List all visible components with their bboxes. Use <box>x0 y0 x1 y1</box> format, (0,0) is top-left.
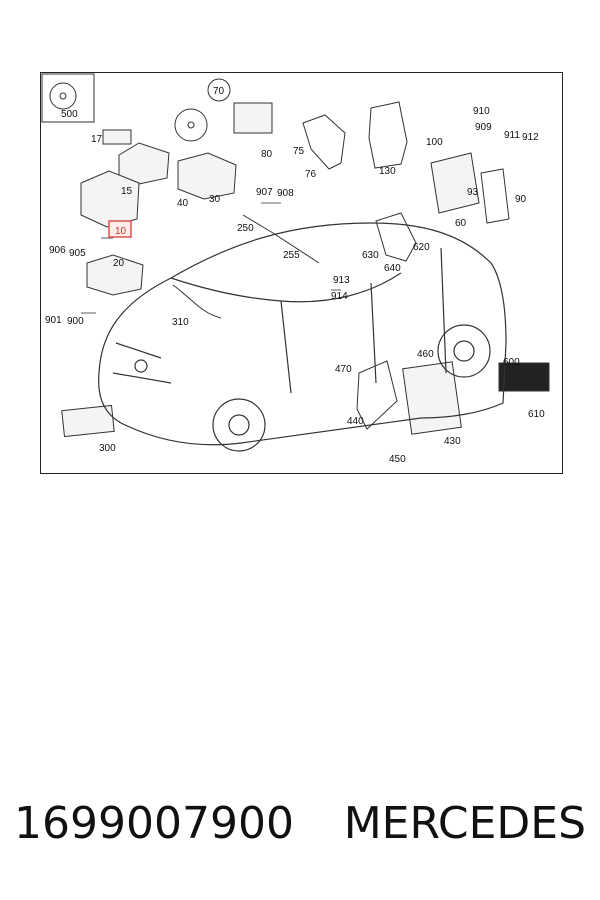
callout-430: 430 <box>444 436 461 447</box>
callout-905: 905 <box>69 248 86 259</box>
callout-300: 300 <box>99 443 116 454</box>
callout-906: 906 <box>49 245 66 256</box>
callout-255: 255 <box>283 250 300 261</box>
callout-250: 250 <box>237 223 254 234</box>
callout-10[interactable]: 10 <box>115 226 127 237</box>
footer: 1699007900 MERCEDES <box>0 798 600 868</box>
callout-15: 15 <box>121 186 133 197</box>
callout-600: 600 <box>503 357 520 368</box>
part-number: 1699007900 <box>14 798 294 849</box>
callout-90: 90 <box>515 194 527 205</box>
callout-460: 460 <box>417 349 434 360</box>
inset-box-500 <box>41 73 95 123</box>
highlighted-callout-box[interactable] <box>108 220 132 238</box>
callout-80: 80 <box>261 149 273 160</box>
callout-914: 914 <box>331 291 348 302</box>
callout-913: 913 <box>333 275 350 286</box>
callout-310: 310 <box>172 317 189 328</box>
callout-909: 909 <box>475 122 492 133</box>
radio-units <box>402 361 550 435</box>
callout-470: 470 <box>335 364 352 375</box>
callout-440: 440 <box>347 416 364 427</box>
callout-130: 130 <box>379 166 396 177</box>
callout-100: 100 <box>426 137 443 148</box>
car-outline <box>98 222 507 452</box>
callout-610: 610 <box>528 409 545 420</box>
callout-911: 911 <box>504 130 520 141</box>
callout-640: 640 <box>384 263 401 274</box>
callout-901: 901 <box>45 315 62 326</box>
mounting-brackets <box>302 101 510 430</box>
callout-75: 75 <box>293 146 305 157</box>
callout-500: 500 <box>61 109 78 120</box>
callout-60: 60 <box>455 218 467 229</box>
callout-912: 912 <box>522 132 539 143</box>
callout-630: 630 <box>362 250 379 261</box>
callout-76: 76 <box>305 169 317 180</box>
callout-908: 908 <box>277 188 294 199</box>
callout-17: 17 <box>91 134 103 145</box>
callout-900: 900 <box>67 316 84 327</box>
brand-name: MERCEDES <box>343 798 586 849</box>
callout-40: 40 <box>177 198 189 209</box>
callout-907: 907 <box>256 187 273 198</box>
cd-disc-icon <box>174 78 231 142</box>
callout-93: 93 <box>467 187 479 198</box>
callout-910: 910 <box>473 106 490 117</box>
callout-30: 30 <box>209 194 221 205</box>
callout-620: 620 <box>413 242 430 253</box>
control-unit-parts <box>61 102 273 438</box>
callout-70: 70 <box>213 86 225 97</box>
callout-450: 450 <box>389 454 406 465</box>
callout-20: 20 <box>113 258 125 269</box>
